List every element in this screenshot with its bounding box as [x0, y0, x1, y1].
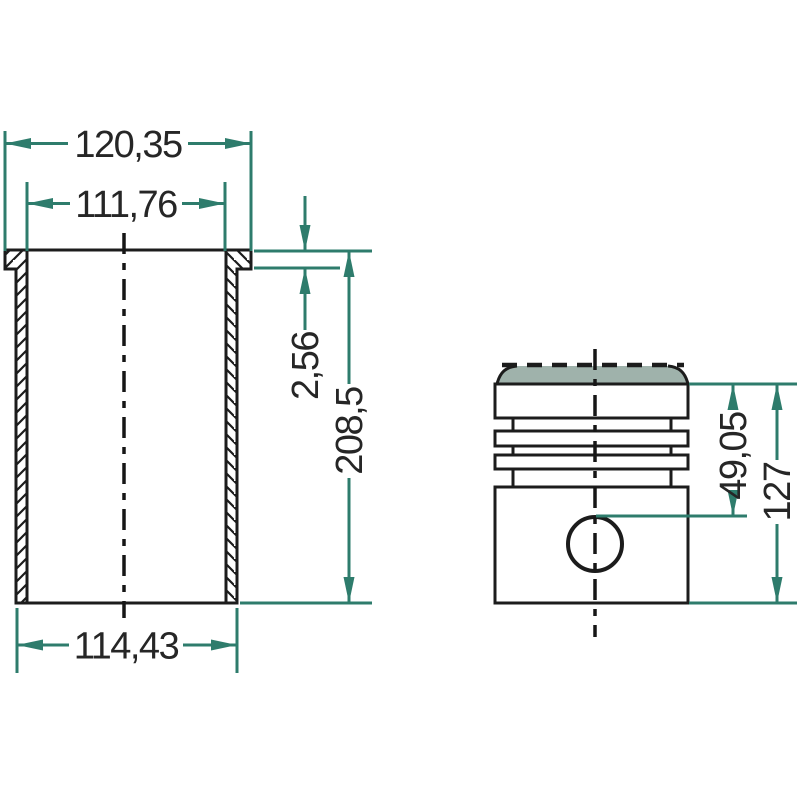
piston-ring-1: [493, 429, 690, 448]
arrowhead: [727, 384, 739, 410]
dim-label-bottom-od: 114,43: [74, 626, 179, 668]
arrowhead: [299, 268, 311, 294]
arrowhead: [771, 384, 783, 410]
arrowhead: [211, 639, 237, 651]
arrowhead: [5, 138, 31, 149]
dim-label-flange-height: 2,56: [285, 332, 327, 400]
liner-bore: [25, 248, 228, 605]
arrowhead: [771, 577, 783, 603]
piston-skirt: [493, 485, 690, 605]
cylinder-liner-figure: [3, 233, 253, 618]
arrowhead: [727, 490, 739, 516]
dim-flange-od: 120,35: [3, 124, 253, 251]
piston-ring-land-3: [511, 467, 673, 489]
dim-bottom-od: 114,43: [15, 608, 239, 673]
dim-label-compression-height: 49,05: [713, 412, 755, 500]
arrowhead: [225, 138, 251, 149]
dim-label-bore-id: 111,76: [75, 184, 177, 226]
arrowhead: [343, 577, 355, 603]
dim-bore-id: 111,76: [25, 182, 227, 251]
piston-ring-2: [493, 453, 690, 471]
piston-figure: [493, 349, 690, 637]
arrowhead: [343, 251, 355, 277]
arrowhead: [27, 198, 53, 209]
arrowhead: [17, 639, 43, 651]
liner-right-wall-hatch: [226, 250, 251, 603]
dim-label-liner-total-height: 208,5: [329, 387, 371, 475]
dim-compression-height: 49,05: [596, 382, 797, 518]
dim-piston-total-height: 127: [689, 384, 799, 605]
arrowhead: [199, 198, 225, 209]
dim-label-piston-total-height: 127: [757, 462, 799, 521]
liner-left-wall-hatch: [5, 250, 27, 603]
dim-flange-height: 2,56: [254, 196, 372, 400]
piston-dome: [497, 366, 688, 384]
dim-label-flange-od: 120,35: [74, 124, 182, 166]
arrowhead: [299, 225, 311, 251]
piston-dome-right-shoulder: [667, 364, 690, 385]
piston-ring-land-1: [511, 416, 673, 433]
piston-crown: [493, 382, 690, 420]
dim-liner-total-height: 208,5: [240, 251, 372, 605]
